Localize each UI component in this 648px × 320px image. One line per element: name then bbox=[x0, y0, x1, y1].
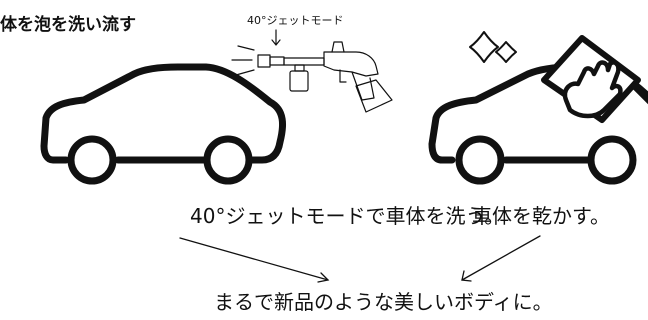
arrow-left-to-result bbox=[179, 237, 330, 283]
right-car-icon bbox=[428, 63, 648, 185]
sparkle-icon bbox=[469, 31, 517, 63]
jet-mode-label: 40°ジェットモード bbox=[247, 14, 344, 27]
arrow-right-to-result bbox=[461, 235, 541, 282]
dry-caption: 車体を乾かす。 bbox=[472, 204, 610, 228]
result-caption: まるで新品のような美しいボディに。 bbox=[214, 290, 553, 314]
wash-caption: 40°ジェットモードで車体を洗う。 bbox=[190, 204, 505, 228]
hand-wiping-cloth-icon bbox=[541, 35, 648, 123]
left-car-icon bbox=[40, 63, 287, 185]
page-heading: 体を泡を洗い流す bbox=[0, 15, 136, 35]
spray-gun-icon bbox=[231, 29, 393, 113]
